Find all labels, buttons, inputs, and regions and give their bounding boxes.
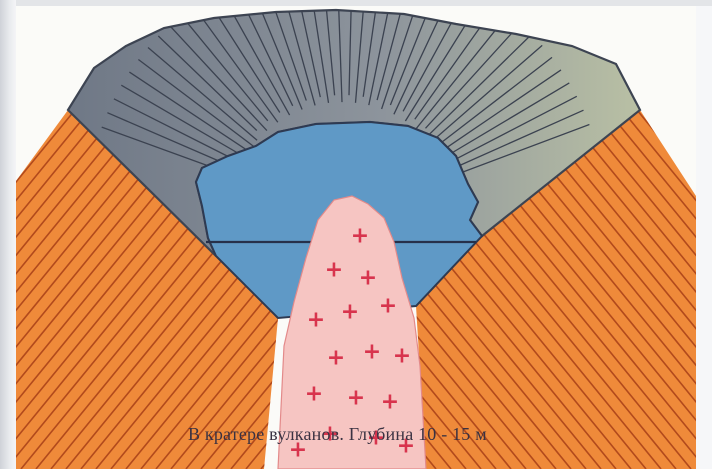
magma-cross: + <box>363 340 381 365</box>
volcano-crater-illustration: ++++++++++++++++ <box>16 6 696 469</box>
magma-cross: + <box>341 300 359 325</box>
illustration-caption: В кратере вулканов. Глубина 10 - 15 м <box>188 424 688 445</box>
magma-cross: + <box>393 344 411 369</box>
magma-cross: + <box>325 258 343 283</box>
magma-cross: + <box>381 390 399 415</box>
left-frame-strip <box>0 0 16 469</box>
magma-cross: + <box>347 386 365 411</box>
magma-cross: + <box>351 224 369 249</box>
magma-cross: + <box>305 382 323 407</box>
magma-cross: + <box>327 346 345 371</box>
magma-cross: + <box>379 294 397 319</box>
magma-cross: + <box>307 308 325 333</box>
magma-cross: + <box>359 266 377 291</box>
